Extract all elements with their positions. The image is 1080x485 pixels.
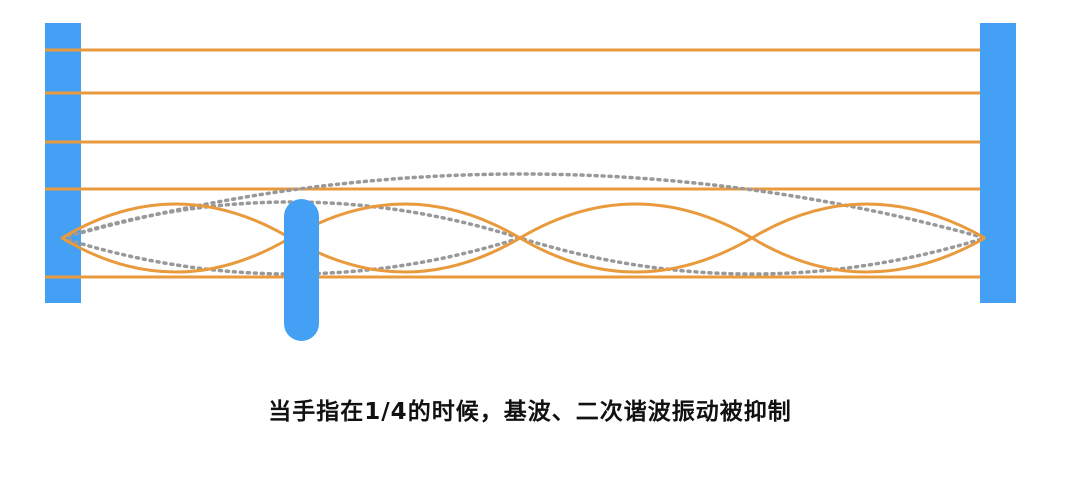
caption-text: 当手指在1/4的时候，基波、二次谐波振动被抑制: [268, 399, 792, 425]
fundamental-wave-suppressed: [60, 172, 987, 240]
standing-wave-lower: [61, 236, 986, 274]
left-bridge: [45, 23, 81, 303]
finger-marker: [284, 199, 319, 341]
second-harmonic-wave-suppressed: [60, 200, 987, 276]
right-bridge: [980, 23, 1016, 303]
